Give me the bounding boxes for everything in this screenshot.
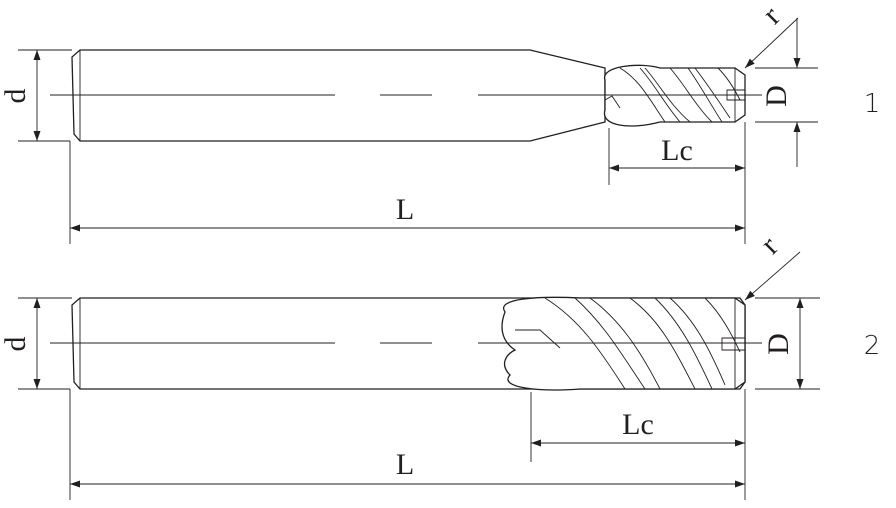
tool-2-d-label: d bbox=[0, 337, 32, 352]
tool-1-d-label: d bbox=[0, 89, 32, 104]
tool-1-drawing: d L Lc D r 1 bbox=[0, 0, 880, 244]
tool-1-flutes bbox=[603, 64, 746, 127]
tool-2-D-label: D bbox=[762, 333, 795, 355]
tool-1-shank bbox=[71, 49, 606, 142]
tool-1-number: 1 bbox=[864, 89, 881, 119]
tool-2-Lc-label: Lc bbox=[622, 408, 654, 441]
tool-1-L-label: L bbox=[396, 193, 414, 226]
tool-2-flutes bbox=[501, 296, 746, 391]
tool-2-r-leader bbox=[744, 251, 801, 301]
tool-1-Lc-label: Lc bbox=[661, 134, 693, 167]
tool-2-drawing: d L Lc D r 2 bbox=[0, 230, 880, 500]
tool-2-r-label: r bbox=[754, 230, 784, 260]
tool-2-L-label: L bbox=[396, 448, 414, 481]
tool-1-D-label: D bbox=[760, 85, 793, 107]
tool-1-r-label: r bbox=[756, 0, 786, 30]
tool-1-r-leader bbox=[744, 17, 799, 69]
tool-2-number: 2 bbox=[864, 331, 881, 361]
